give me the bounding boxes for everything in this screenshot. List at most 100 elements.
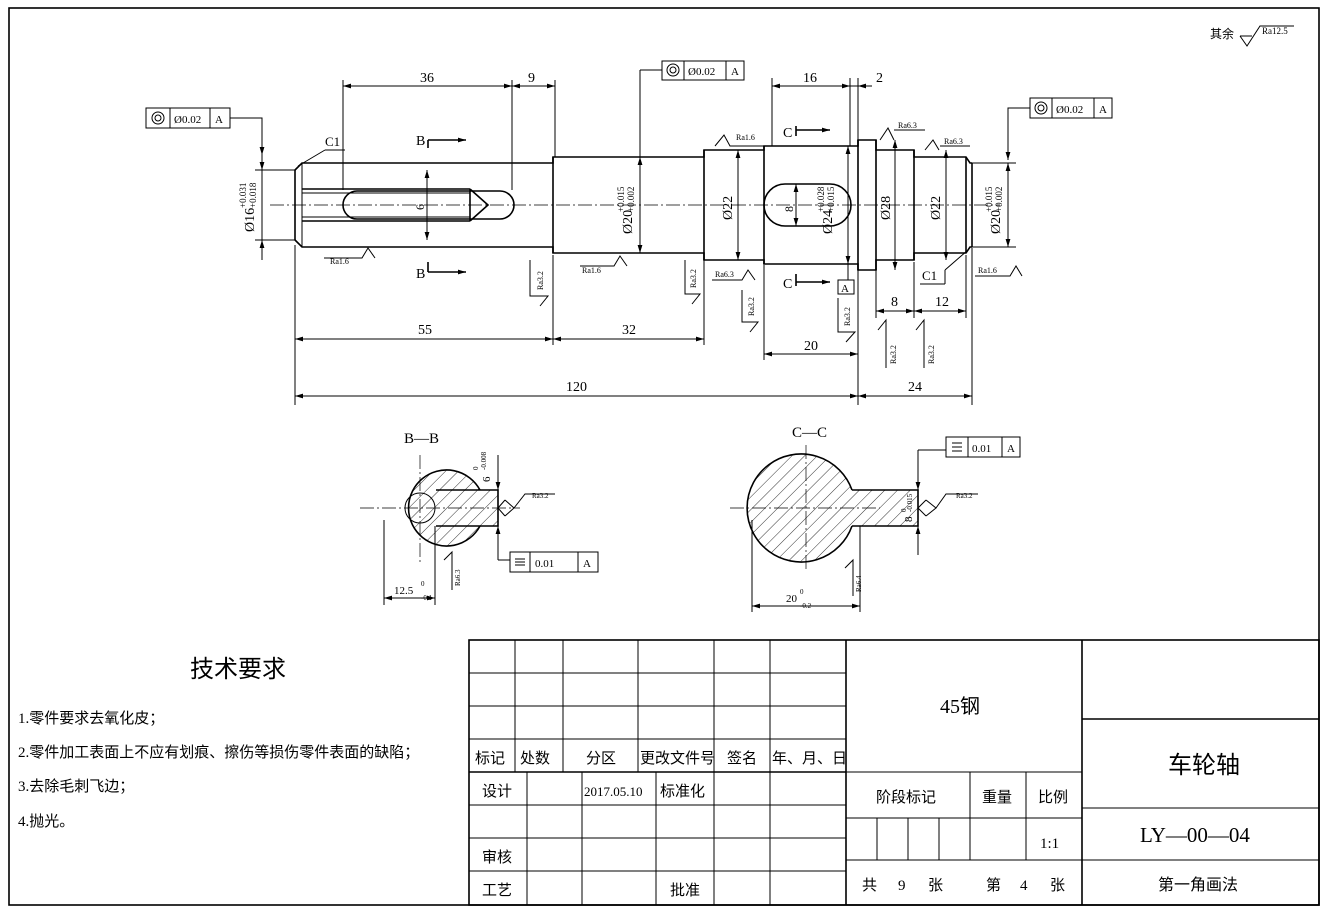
section-markers: B B C C	[416, 126, 830, 292]
svg-text:B: B	[416, 267, 425, 282]
roughness-symbols: Ra1.6 Ra1.6 Ra1.6 Ra6.3 Ra6.3 Ra6.3 Ra1.…	[324, 121, 1023, 281]
svg-text:32: 32	[622, 323, 636, 338]
svg-text:0: 0	[900, 508, 908, 512]
geo-tol-frame-1: Ø0.02 A	[145, 107, 265, 155]
svg-text:Ra1.6: Ra1.6	[736, 133, 755, 142]
svg-text:Ra3.2: Ra3.2	[956, 492, 973, 500]
drawing-border	[8, 7, 1320, 906]
svg-text:更改文件号: 更改文件号	[640, 750, 715, 767]
svg-text:Ø22: Ø22	[929, 196, 944, 220]
svg-text:+0.015: +0.015	[826, 186, 836, 212]
svg-text:Ø24: Ø24	[821, 210, 836, 234]
tech-req-item: 2.零件加工表面上不应有划痕、擦伤等损伤零件表面的缺陷；	[18, 743, 419, 761]
datum-a: A	[837, 264, 855, 295]
section-bb: B—B 6 0 -0.008 Ra3.2 0.01 A 12.5 0 -0.1 …	[360, 431, 599, 605]
keyway-1	[342, 190, 515, 220]
svg-text:12.5: 12.5	[394, 585, 414, 597]
svg-text:A: A	[1099, 104, 1107, 116]
general-roughness: 其余 Ra12.5	[1210, 25, 1294, 47]
svg-text:Ra3.2: Ra3.2	[689, 269, 698, 288]
tech-req-item: 3.去除毛刺飞边；	[18, 778, 134, 795]
svg-text:年、月、日: 年、月、日	[772, 750, 847, 767]
svg-text:Ra3.2: Ra3.2	[889, 345, 898, 364]
svg-text:+0.002: +0.002	[626, 187, 636, 212]
svg-text:C1: C1	[922, 268, 937, 283]
svg-text:-0.008: -0.008	[480, 451, 488, 470]
shaft-outline-bottom	[294, 239, 972, 271]
svg-text:Ø0.02: Ø0.02	[1056, 104, 1083, 116]
svg-text:C—C: C—C	[792, 425, 827, 441]
svg-text:C1: C1	[325, 134, 340, 149]
svg-text:A: A	[583, 558, 591, 570]
svg-text:A: A	[841, 283, 849, 295]
svg-text:+0.002: +0.002	[994, 187, 1004, 212]
svg-text:Ra1.6: Ra1.6	[582, 266, 601, 275]
svg-text:张: 张	[1050, 877, 1065, 894]
svg-text:Ra3.2: Ra3.2	[747, 297, 756, 316]
svg-text:-0.1: -0.1	[421, 594, 433, 602]
svg-text:A: A	[731, 66, 739, 78]
svg-text:8: 8	[782, 206, 796, 212]
svg-text:45钢: 45钢	[940, 695, 980, 718]
svg-text:0: 0	[421, 580, 425, 588]
svg-text:Ø20: Ø20	[621, 210, 636, 234]
svg-text:Ra6.3: Ra6.3	[898, 121, 917, 130]
svg-text:重量: 重量	[982, 789, 1012, 806]
svg-text:LY—00—04: LY—00—04	[1140, 823, 1250, 847]
svg-text:其余: 其余	[1210, 26, 1234, 41]
svg-text:比例: 比例	[1038, 789, 1068, 806]
svg-text:9: 9	[528, 71, 535, 86]
shaft-outline-top	[294, 139, 972, 171]
svg-text:0.01: 0.01	[972, 443, 991, 455]
svg-text:审核: 审核	[482, 849, 512, 866]
svg-text:Ra1.6: Ra1.6	[978, 266, 997, 275]
svg-text:1:1: 1:1	[1040, 836, 1059, 852]
svg-text:Ø22: Ø22	[721, 196, 736, 220]
tech-req-item: 1.零件要求去氧化皮；	[18, 710, 164, 727]
svg-text:16: 16	[803, 71, 817, 86]
svg-text:第一角画法: 第一角画法	[1158, 876, 1238, 894]
svg-text:第: 第	[986, 876, 1001, 894]
svg-text:Ra3.2: Ra3.2	[536, 271, 545, 290]
title-block: 45钢 车轮轴 LY—00—04 第一角画法 标记 处数 分区 更改文件号 签名…	[468, 639, 1320, 906]
svg-text:9: 9	[898, 878, 906, 894]
shaft-main-view	[270, 139, 1000, 271]
svg-text:Ra6.4: Ra6.4	[855, 575, 863, 592]
svg-text:2: 2	[876, 71, 883, 86]
svg-text:C: C	[783, 277, 792, 292]
svg-text:12: 12	[935, 295, 949, 310]
svg-text:-0.015: -0.015	[906, 493, 914, 512]
svg-text:24: 24	[908, 380, 922, 395]
svg-text:0: 0	[472, 466, 480, 470]
svg-text:A: A	[215, 114, 223, 126]
svg-text:8: 8	[903, 516, 915, 522]
svg-text:36: 36	[420, 71, 434, 86]
svg-text:20: 20	[786, 593, 798, 605]
svg-text:签名: 签名	[727, 750, 757, 767]
svg-text:A: A	[1007, 443, 1015, 455]
svg-text:Ra1.6: Ra1.6	[330, 257, 349, 266]
svg-text:0: 0	[800, 588, 804, 596]
svg-text:阶段标记: 阶段标记	[876, 789, 936, 806]
section-cc: C—C 8 0 -0.015 Ra3.2 0.01 A 20 0 -0.2 Ra…	[730, 425, 1021, 612]
svg-text:55: 55	[418, 323, 432, 338]
svg-text:Ø28: Ø28	[879, 196, 894, 220]
svg-text:20: 20	[804, 339, 818, 354]
svg-text:+0.028: +0.028	[816, 186, 826, 212]
svg-text:分区: 分区	[586, 750, 616, 767]
svg-text:Ø16: Ø16	[243, 208, 258, 232]
svg-text:批准: 批准	[670, 882, 700, 899]
svg-text:Ra6.3: Ra6.3	[454, 569, 462, 586]
svg-text:8: 8	[891, 295, 898, 310]
svg-text:设计: 设计	[482, 783, 512, 800]
svg-text:车轮轴: 车轮轴	[1168, 752, 1240, 779]
svg-text:+0.015: +0.015	[616, 186, 626, 212]
svg-text:-0.2: -0.2	[800, 602, 812, 610]
svg-text:+0.015: +0.015	[984, 186, 994, 212]
svg-text:Ra12.5: Ra12.5	[1262, 26, 1288, 36]
svg-text:Ra6.3: Ra6.3	[715, 270, 734, 279]
dimensions: 36 9 16 2 55 32 20 8 12 120	[238, 70, 1016, 405]
svg-text:Ra3.2: Ra3.2	[843, 307, 852, 326]
svg-text:Ra3.2: Ra3.2	[927, 345, 936, 364]
